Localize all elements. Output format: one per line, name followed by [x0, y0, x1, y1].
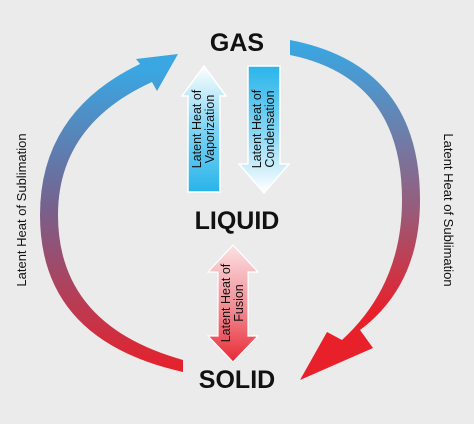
fusion-label: Latent Heat of Fusion [219, 243, 246, 363]
vaporization-label-line2: Vaporization [203, 94, 217, 164]
sublimation-arrow-right [290, 40, 420, 380]
condensation-arrow [237, 65, 291, 195]
fusion-label-line2: Fusion [232, 284, 246, 322]
condensation-label: Latent Heat of Condensation [250, 69, 277, 189]
sublimation-label-right: Latent Heat of Sublimation [441, 133, 456, 287]
condensation-label-line2: Condensation [263, 90, 277, 168]
sublimation-label-left: Latent Heat of Sublimation [14, 133, 29, 287]
gas-label: GAS [209, 29, 265, 57]
vaporization-arrow [180, 64, 228, 193]
solid-label: SOLID [198, 366, 276, 394]
liquid-label: LIQUID [194, 207, 280, 235]
vaporization-label: Latent Heat of Vaporization [190, 69, 217, 189]
fusion-arrow [206, 244, 260, 363]
sublimation-arrow-left [40, 54, 183, 372]
